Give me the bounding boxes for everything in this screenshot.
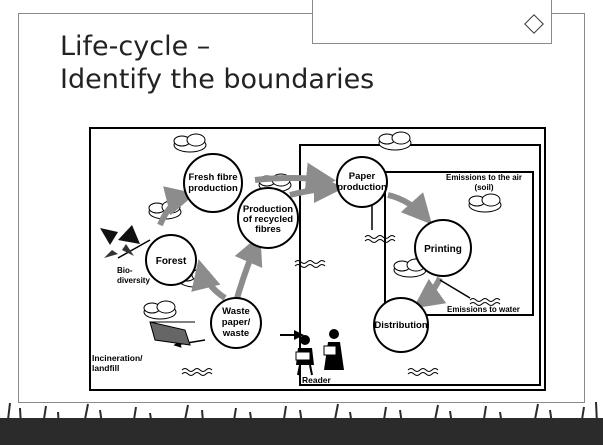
fresh-fibre-text-1: Fresh fibre [188,172,237,183]
node-fresh-fibre [183,153,243,213]
incineration-icon [143,300,195,346]
title-line-2: Identify the boundaries [60,64,375,95]
fresh-fibre-text-2: production [188,183,238,194]
arrow-printing-to-distribution [413,276,447,309]
biodiversity-connector [117,239,151,259]
slide-frame [18,13,585,403]
header-tab [312,0,552,44]
node-distribution [373,297,429,353]
grass-decoration [0,401,603,445]
emissions-air-label-2: (soil) [474,183,493,192]
arrow-waste-to-recycled [232,234,263,306]
water-wave-icon [364,235,396,243]
node-waste-paper [210,297,262,349]
cloud-icon [468,193,502,213]
slide-title: Life-cycle – Identify the boundaries [60,30,374,96]
waste-text-1: Waste [222,306,250,317]
node-printing [414,219,472,277]
reader-figures-icon [295,329,344,376]
node-recycled-fibres [237,187,299,249]
arrow-paper-to-printing [387,192,433,225]
incineration-label-1: Incineration/ [92,353,143,363]
reader-label: Reader [302,375,332,385]
node-forest [145,234,197,286]
paper-text-2: production [337,182,387,193]
emissions-water-label: Emissions to water [447,305,520,314]
waste-text-3: waste [222,328,249,339]
recycled-text-3: fibres [255,224,281,235]
title-line-1: Life-cycle – [60,31,211,62]
recycled-text-1: Production [243,204,293,215]
distribution-text: Distribution [374,320,427,331]
forest-text: Forest [156,256,187,267]
cloud-icon [173,133,207,153]
cloud-icon [378,131,412,151]
printing-emission-line [439,279,471,299]
node-paper-production [336,156,388,208]
biodiversity-label-1: Bio- [117,266,133,275]
butterfly-icon [100,225,140,258]
arrow-fresh-to-paper [254,162,336,193]
paper-text-1: Paper [349,171,376,182]
water-wave-icon [181,368,213,376]
emissions-air-label-1: Emissions to the air [446,173,522,182]
inner-boundary [384,171,534,316]
waste-text-2: paper/ [222,317,251,328]
water-wave-icon [407,368,439,376]
arrow-waste-to-forest [191,259,227,301]
incineration-label-2: landfill [92,363,119,373]
outer-boundary [89,127,546,391]
printing-text: Printing [424,244,462,255]
biodiversity-label-2: diversity [117,276,150,285]
waste-to-incineration-connector [173,339,206,348]
arrow-recycled-to-paper [289,173,344,204]
recycled-text-2: of recycled [243,214,293,225]
